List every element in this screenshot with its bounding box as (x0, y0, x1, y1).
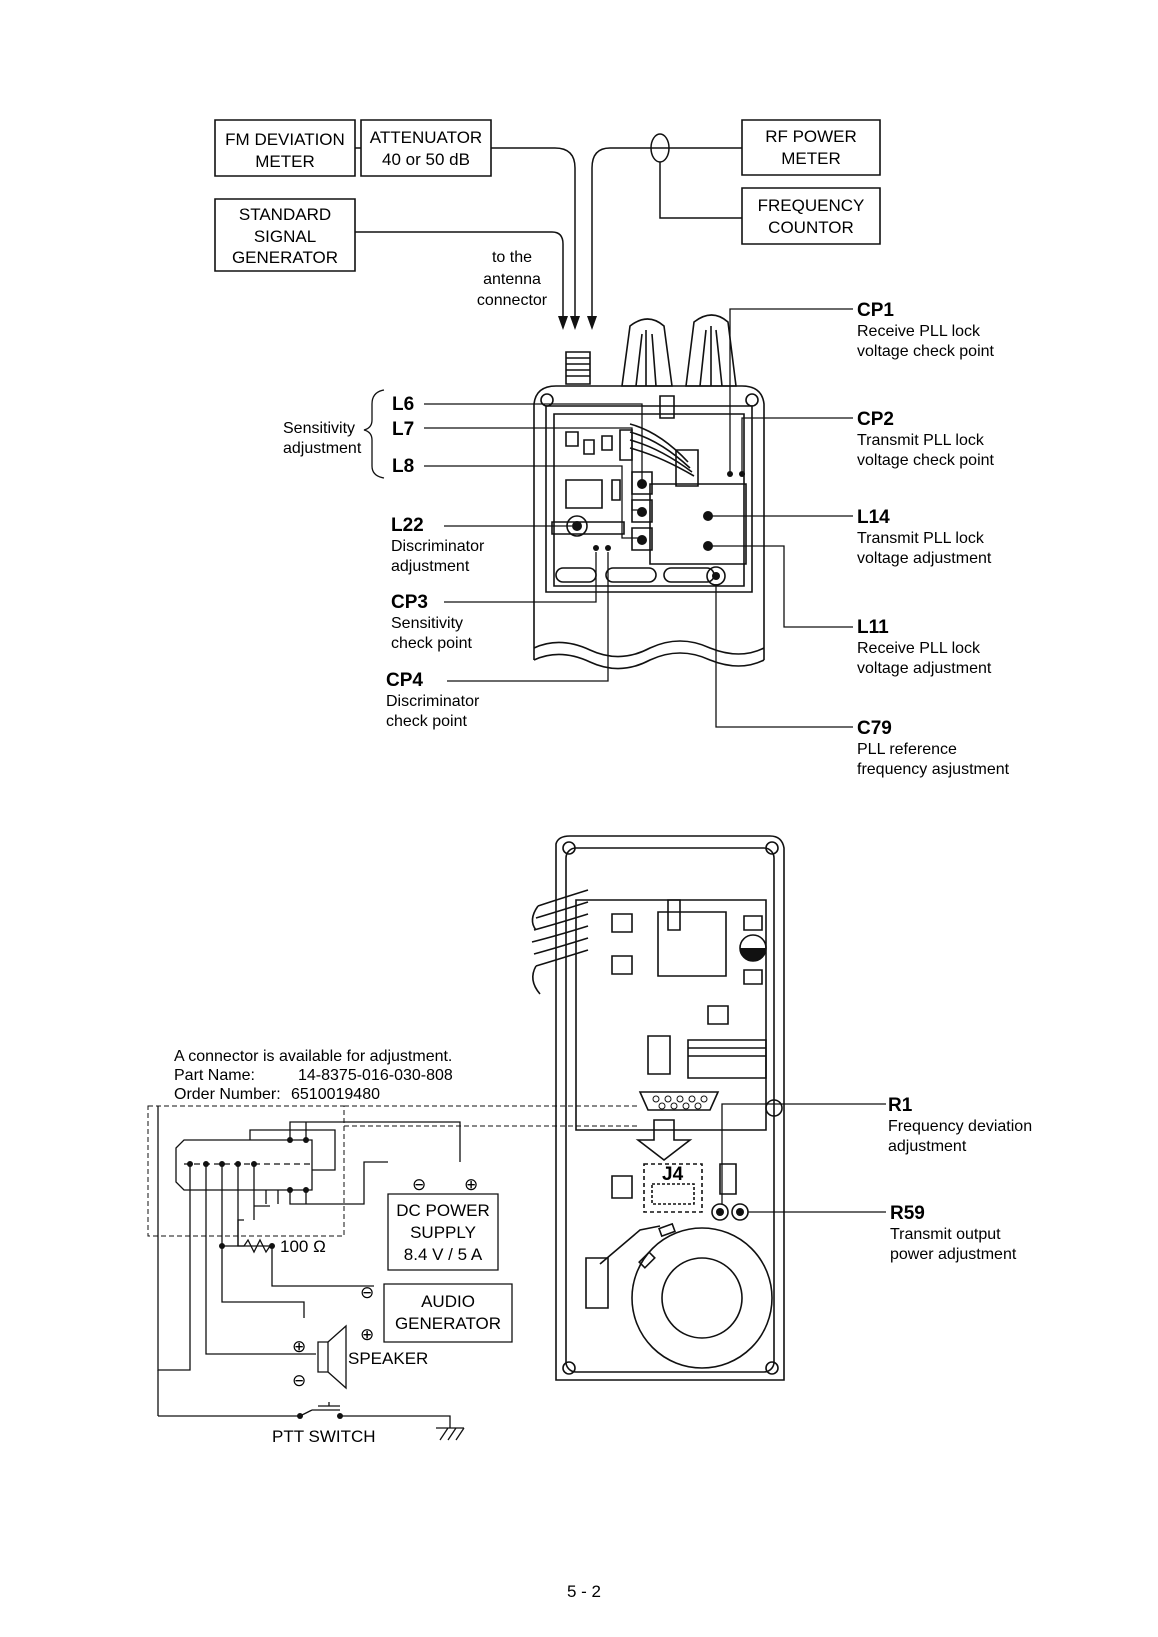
l8-label: L8 (392, 456, 414, 477)
l11-desc-1: Receive PLL lock (857, 640, 981, 657)
speaker-plus-symbol: ⊕ (292, 1337, 306, 1356)
l11-desc-2: voltage adjustment (857, 660, 992, 677)
audio-gen-line1: AUDIO (421, 1292, 475, 1311)
dc-power-line3: 8.4 V / 5 A (404, 1245, 483, 1264)
j4-label: J4 (662, 1164, 684, 1185)
cp1-desc-1: Receive PLL lock (857, 323, 981, 340)
l7-label: L7 (392, 419, 414, 440)
part-name-value: 14-8375-016-030-808 (298, 1067, 453, 1084)
l14-label: L14 (857, 507, 890, 528)
rf-power-meter-line2: METER (781, 149, 841, 168)
r1-label: R1 (888, 1095, 913, 1116)
audio-plus-symbol: ⊕ (360, 1325, 374, 1344)
frequency-counter-line1: FREQUENCY (758, 196, 865, 215)
r59-desc-2: power adjustment (890, 1246, 1017, 1263)
cp3-desc-2: check point (391, 635, 472, 652)
frequency-counter-box (742, 188, 880, 244)
speaker-label: SPEAKER (348, 1349, 428, 1368)
audio-gen-line2: GENERATOR (395, 1314, 501, 1333)
order-number-value: 6510019480 (291, 1086, 380, 1103)
dc-power-line2: SUPPLY (410, 1223, 476, 1242)
speaker-minus-symbol: ⊖ (292, 1371, 306, 1390)
sensitivity-group-line2: adjustment (283, 440, 362, 457)
antenna-note-line3: connector (477, 292, 548, 309)
antenna-note-line2: antenna (483, 271, 541, 288)
connector-note-line1: A connector is available for adjustment. (174, 1048, 452, 1065)
cp3-label: CP3 (391, 592, 428, 613)
wiring-nodes (187, 1137, 343, 1419)
l22-label: L22 (391, 515, 424, 536)
l22-desc-2: adjustment (391, 558, 470, 575)
dc-minus-symbol: ⊖ (412, 1175, 426, 1194)
cp2-desc-2: voltage check point (857, 452, 995, 469)
cp1-desc-2: voltage check point (857, 343, 995, 360)
l11-label: L11 (857, 617, 889, 638)
cp4-label: CP4 (386, 670, 423, 691)
fm-deviation-meter-line2: METER (255, 152, 315, 171)
ssg-line2: SIGNAL (254, 227, 316, 246)
l22-desc-1: Discriminator (391, 538, 485, 555)
r1-desc-1: Frequency deviation (888, 1118, 1032, 1135)
cp3-desc-1: Sensitivity (391, 615, 463, 632)
ssg-line3: GENERATOR (232, 248, 338, 267)
antenna-feed-arrows (558, 316, 597, 330)
l6-label: L6 (392, 394, 414, 415)
dc-plus-symbol: ⊕ (464, 1175, 478, 1194)
fm-deviation-meter-line1: FM DEVIATION (225, 130, 345, 149)
attenuator-line2: 40 or 50 dB (382, 150, 470, 169)
cp2-desc-1: Transmit PLL lock (857, 432, 985, 449)
rf-power-meter-line1: RF POWER (765, 127, 857, 146)
bottom-leader-lines (722, 1104, 886, 1212)
c79-desc-1: PLL reference (857, 741, 957, 758)
d-sub-pins (653, 1096, 707, 1109)
r59-label: R59 (890, 1203, 925, 1224)
page-number: 5 - 2 (567, 1582, 601, 1601)
ssg-line1: STANDARD (239, 205, 331, 224)
cp4-desc-2: check point (386, 713, 467, 730)
cp4-desc-1: Discriminator (386, 693, 480, 710)
radio-rear-components (716, 948, 766, 1216)
antenna-note-line1: to the (492, 249, 532, 266)
part-name-label: Part Name: (174, 1067, 255, 1084)
r59-desc-1: Transmit output (890, 1226, 1001, 1243)
sensitivity-group-line1: Sensitivity (283, 420, 355, 437)
dc-power-line1: DC POWER (396, 1201, 490, 1220)
c79-desc-2: frequency asjustment (857, 761, 1010, 778)
r1-desc-2: adjustment (888, 1138, 967, 1155)
cp2-label: CP2 (857, 409, 894, 430)
antenna-feed-lines (355, 134, 742, 318)
cp1-label: CP1 (857, 300, 894, 321)
ptt-switch-label: PTT SWITCH (272, 1427, 376, 1446)
top-leader-lines (364, 309, 853, 727)
order-number-label: Order Number: (174, 1086, 281, 1103)
c79-label: C79 (857, 718, 892, 739)
radio-top-view (534, 315, 764, 669)
standard-signal-generator-box (215, 199, 355, 271)
radio-top-components (572, 471, 745, 580)
attenuator-line1: ATTENUATOR (370, 128, 482, 147)
resistor-value: 100 Ω (280, 1237, 326, 1256)
l14-desc-2: voltage adjustment (857, 550, 992, 567)
frequency-counter-line2: COUNTOR (768, 218, 854, 237)
radio-rear-view (532, 836, 784, 1380)
l14-desc-1: Transmit PLL lock (857, 530, 985, 547)
audio-minus-symbol: ⊖ (360, 1283, 374, 1302)
